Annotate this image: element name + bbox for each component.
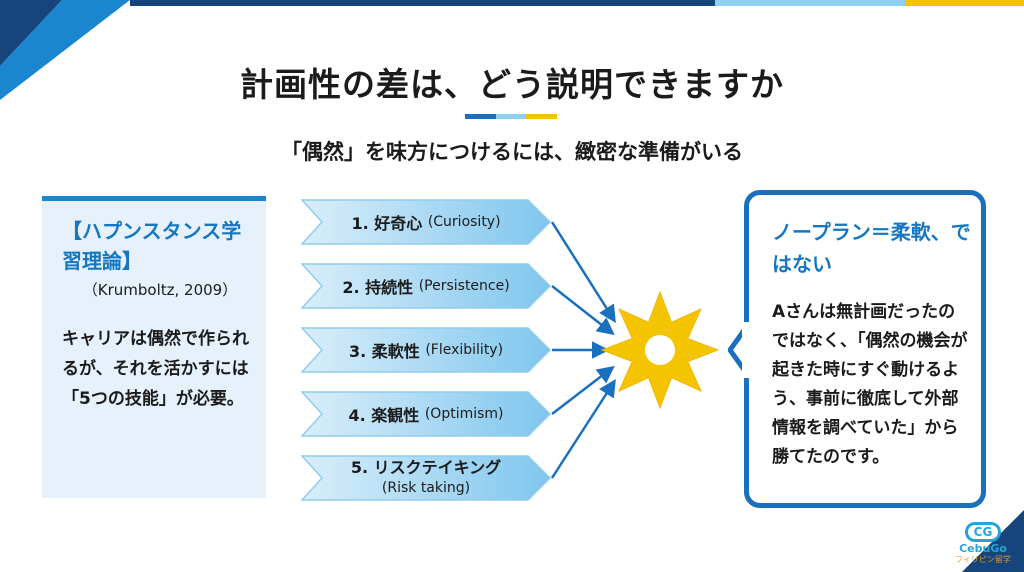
- theory-panel: [42, 196, 266, 498]
- skill-english: (Curiosity): [427, 214, 501, 230]
- skill-english: (Flexibility): [425, 342, 504, 358]
- skill-chevron-optimism: 4. 楽観性 (Optimism): [300, 390, 552, 438]
- skill-english: (Persistence): [418, 278, 510, 294]
- title-underline: [465, 114, 558, 119]
- skill-label: 2. 持続性: [342, 278, 414, 297]
- page-subtitle: 「偶然」を味方につけるには、緻密な準備がいる: [281, 140, 743, 164]
- page-title: 計画性の差は、どう説明できますか: [240, 65, 784, 104]
- skill-label: 1. 好奇心: [351, 214, 423, 233]
- skill-chevron-curiosity: 1. 好奇心 (Curiosity): [300, 198, 552, 246]
- logo-name: CebuGo: [959, 542, 1007, 555]
- skill-chevron-persistence: 2. 持続性 (Persistence): [300, 262, 552, 310]
- conclusion-panel: [744, 190, 986, 508]
- skill-english: (Optimism): [424, 406, 504, 422]
- skill-label: 5. リスクテイキング: [350, 458, 502, 477]
- theory-citation: （Krumboltz, 2009）: [82, 281, 238, 299]
- skill-chevron-risk-taking: 5. リスクテイキング (Risk taking): [300, 454, 552, 502]
- theory-body: キャリアは偶然で作られるが、それを活かすには「5つの技能」が必要。: [62, 329, 249, 409]
- conclusion-body: Aさんは無計画だったのではなく、「偶然の機会が起きた時にすぐ動けるよう、事前に徹…: [772, 302, 968, 467]
- skill-label: 4. 楽観性: [348, 406, 420, 425]
- conclusion-heading: ノープラン＝柔軟、ではない: [772, 220, 971, 276]
- logo-tagline: フィリピン留学: [955, 555, 1011, 564]
- skill-chevron-flexibility: 3. 柔軟性 (Flexibility): [300, 326, 552, 374]
- cebugo-logo: CG CebuGo フィリピン留学: [948, 522, 1018, 568]
- skill-english: (Risk taking): [381, 480, 471, 496]
- theory-heading: 【ハプンスタンス学習理論】: [62, 219, 242, 273]
- logo-mark: CG: [965, 522, 1001, 542]
- skill-label: 3. 柔軟性: [348, 342, 420, 361]
- starburst-icon: [600, 290, 720, 410]
